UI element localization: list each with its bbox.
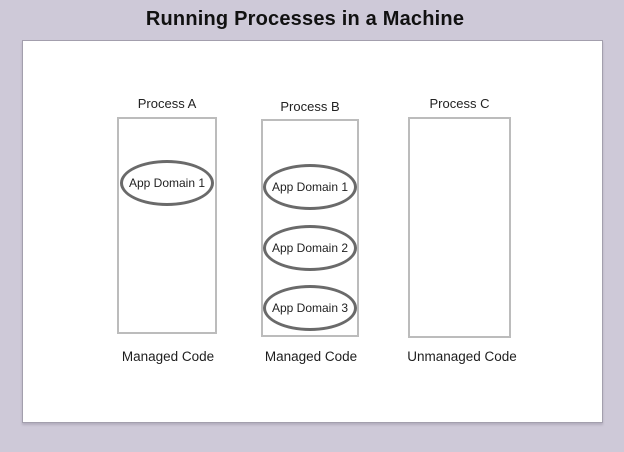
app-domain-ellipse: App Domain 3 <box>263 285 357 331</box>
app-domain-ellipse: App Domain 1 <box>120 160 214 206</box>
process-c-code-label: Unmanaged Code <box>407 349 517 364</box>
process-b-label: Process B <box>280 99 340 114</box>
process-c-box <box>408 117 511 338</box>
process-a-box: App Domain 1 <box>117 117 217 334</box>
process-b-box: App Domain 1 App Domain 2 App Domain 3 <box>261 119 359 337</box>
process-b-code-label: Managed Code <box>264 349 358 364</box>
app-domain-ellipse: App Domain 1 <box>263 164 357 210</box>
app-domain-ellipse: App Domain 2 <box>263 225 357 271</box>
process-c-label: Process C <box>429 96 490 111</box>
diagram-title: Running Processes in a Machine <box>145 8 465 30</box>
diagram-panel: Process A App Domain 1 Managed Code Proc… <box>22 40 603 423</box>
process-a-label: Process A <box>137 96 197 111</box>
process-a-code-label: Managed Code <box>121 349 215 364</box>
